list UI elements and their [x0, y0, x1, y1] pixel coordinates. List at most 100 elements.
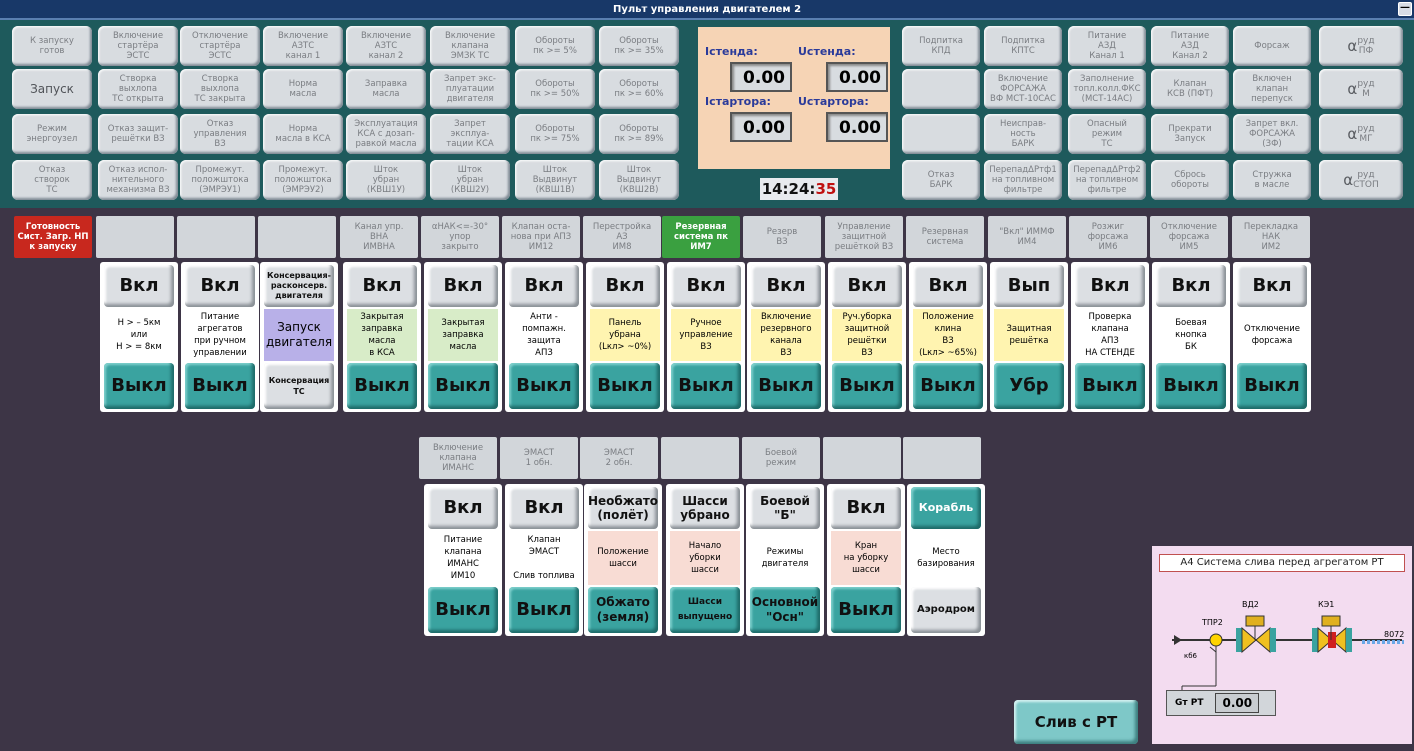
off-button[interactable]: Выкл — [751, 363, 821, 409]
engine-start-button[interactable]: Запуск двигателя — [264, 309, 334, 361]
clock: 14:24:35 — [760, 178, 838, 200]
on-button[interactable]: Вкл — [590, 265, 660, 307]
row3-off-button[interactable]: Шасси выпущено — [670, 587, 740, 633]
control-label: Защитная решётка — [994, 309, 1064, 361]
clock-seconds: 35 — [815, 180, 837, 198]
row3-off-button[interactable]: Выкл — [428, 587, 498, 633]
vd2-label: ВД2 — [1242, 600, 1259, 609]
row3-label: Начало уборки шасси — [670, 531, 740, 585]
row3-header-4: Боевой режим — [742, 437, 820, 479]
section-header-6: Клапан оста- нова при АПЗ ИМ12 — [502, 216, 580, 258]
on-button[interactable]: Вкл — [104, 265, 174, 307]
window-title: Пульт управления двигателем 2 — [612, 4, 802, 15]
row3-on-button[interactable]: Вкл — [831, 487, 901, 529]
indicator-c3-0: Включение АЗТС канал 1 — [263, 26, 343, 66]
row3-on-button[interactable]: Боевой "Б" — [750, 487, 820, 529]
control-label: Проверка клапана АПЗ НА СТЕНДЕ — [1075, 309, 1145, 361]
indicator-c3-3: Промежут. положштока (ЭМРЭУ2) — [263, 160, 343, 200]
indicator-c8-2 — [902, 114, 980, 154]
indicator-c2-1: Створка выхлопа ТС закрыта — [180, 69, 260, 109]
on-button[interactable]: Вкл — [1156, 265, 1226, 307]
indicator-c10-3: ПерепадΔРтф2 на топливном фильтре — [1068, 160, 1146, 200]
row3-label: Место базирования — [911, 531, 981, 585]
row3-off-button[interactable]: Выкл — [509, 587, 579, 633]
i-stand-value: 0.00 — [730, 62, 792, 92]
on-button[interactable]: Вкл — [832, 265, 902, 307]
off-button[interactable]: Выкл — [1237, 363, 1307, 409]
row3-on-button[interactable]: Вкл — [428, 487, 498, 529]
on-button[interactable]: Вкл — [913, 265, 983, 307]
on-button[interactable]: Вкл — [1237, 265, 1307, 307]
row3-label: Положение шасси — [588, 531, 658, 585]
row3-header-0: Включение клапана ИМАНС — [419, 437, 497, 479]
off-button[interactable]: Выкл — [671, 363, 741, 409]
on-button[interactable]: Вкл — [1075, 265, 1145, 307]
row3-on-button[interactable]: Необжато (полёт) — [588, 487, 658, 529]
row3-off-button[interactable]: Обжато (земля) — [588, 587, 658, 633]
row3-on-button[interactable]: Корабль — [911, 487, 981, 529]
alpha-symbol: α — [1347, 125, 1358, 143]
minimize-icon[interactable]: — — [1398, 2, 1412, 16]
indicator-c12-0: Форсаж — [1233, 26, 1311, 66]
section-header-15: Перекладка НАК ИМ2 — [1232, 216, 1310, 258]
control-label: Н > – 5км или Н > = 8км — [104, 309, 174, 361]
indicator-c7-1: Обороты пк >= 60% — [599, 69, 679, 109]
on-button[interactable]: Вкл — [751, 265, 821, 307]
on-button[interactable]: Вкл — [671, 265, 741, 307]
ke1-label: КЭ1 — [1318, 600, 1335, 609]
off-button[interactable]: Выкл — [347, 363, 417, 409]
on-button[interactable]: Вкл — [347, 265, 417, 307]
section-header-7: Перестройка АЗ ИМ8 — [583, 216, 661, 258]
section-header-13: Розжиг форсажа ИМ6 — [1069, 216, 1147, 258]
indicator-c8-0: Подпитка КПД — [902, 26, 980, 66]
row3-label: Кран на уборку шасси — [831, 531, 901, 585]
conservation-button[interactable]: Консервация- расконсерв. двигателя — [264, 265, 334, 307]
on-button[interactable]: Вып — [994, 265, 1064, 307]
alpha-rud-label: руд ПФ — [1357, 36, 1375, 56]
indicator-c9-1: Включение ФОРСАЖА ВФ МСТ-10САС — [984, 69, 1062, 109]
indicator-c2-3: Промежут. положштока (ЭМРЭУ1) — [180, 160, 260, 200]
on-button[interactable]: Вкл — [509, 265, 579, 307]
off-button[interactable]: Выкл — [1156, 363, 1226, 409]
off-button[interactable]: Выкл — [428, 363, 498, 409]
off-button[interactable]: Выкл — [1075, 363, 1145, 409]
indicator-c7-3: Шток Выдвинут (КВШ2В) — [599, 160, 679, 200]
indicator-c0-1: Запуск — [12, 69, 92, 109]
indicator-c6-1: Обороты пк >= 50% — [515, 69, 595, 109]
off-button[interactable]: Выкл — [832, 363, 902, 409]
drain-rt-button[interactable]: Слив с РТ — [1014, 700, 1138, 744]
control-label: Положение клина ВЗ (Lкл> ~65%) — [913, 309, 983, 361]
section-header-14: Отключение форсажа ИМ5 — [1150, 216, 1228, 258]
off-button[interactable]: Выкл — [185, 363, 255, 409]
row3-off-button[interactable]: Аэродром — [911, 587, 981, 633]
row3-off-button[interactable]: Основной "Осн" — [750, 587, 820, 633]
on-button[interactable]: Вкл — [428, 265, 498, 307]
row3-on-button[interactable]: Вкл — [509, 487, 579, 529]
indicator-c9-0: Подпитка КПТС — [984, 26, 1062, 66]
on-button[interactable]: Вкл — [185, 265, 255, 307]
off-button[interactable]: Выкл — [509, 363, 579, 409]
row3-on-button[interactable]: Шасси убрано — [670, 487, 740, 529]
indicator-c0-2: Режим энергоузел — [12, 114, 92, 154]
off-button[interactable]: Выкл — [913, 363, 983, 409]
off-button[interactable]: Выкл — [104, 363, 174, 409]
row3-off-button[interactable]: Выкл — [831, 587, 901, 633]
tpr-label: ТПР2 — [1202, 618, 1223, 627]
indicator-c6-0: Обороты пк >= 5% — [515, 26, 595, 66]
indicator-c12-1: Включен клапан перепуск — [1233, 69, 1311, 109]
indicator-c11-2: Прекрати Запуск — [1151, 114, 1229, 154]
off-button[interactable]: Убр — [994, 363, 1064, 409]
indicator-c8-3: Отказ БАРК — [902, 160, 980, 200]
section-header-3 — [258, 216, 336, 258]
off-button[interactable]: Выкл — [590, 363, 660, 409]
conservation-ts-button[interactable]: Консервация ТС — [264, 363, 334, 409]
indicator-c6-2: Обороты пк >= 75% — [515, 114, 595, 154]
